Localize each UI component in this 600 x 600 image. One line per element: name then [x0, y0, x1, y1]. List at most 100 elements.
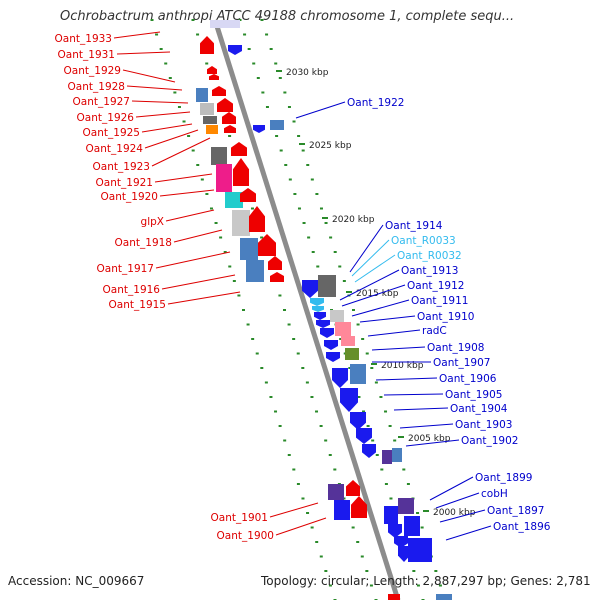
tick-dot	[302, 222, 306, 224]
tick-dot	[369, 584, 373, 587]
tick-dot	[237, 294, 241, 297]
tick-dot	[196, 33, 200, 36]
tick-dot	[287, 323, 291, 326]
leader-line	[126, 85, 183, 91]
tick-dot	[182, 120, 186, 123]
tick-dot	[342, 280, 346, 282]
tick-dot	[310, 396, 314, 398]
tick-dot	[296, 483, 300, 485]
leader-line	[351, 239, 390, 277]
gene-feature	[394, 536, 408, 548]
tick-dot	[306, 512, 310, 514]
tick-dot	[297, 207, 301, 210]
gene-label-Oant_1914: Oant_1914	[385, 220, 443, 232]
tick-dot	[319, 207, 323, 210]
gene-feature	[203, 116, 217, 124]
topology-text: Topology: circular; Length: 2,887,297 bp…	[261, 574, 591, 588]
leader-line	[144, 129, 199, 149]
leader-line	[167, 291, 241, 305]
gene-label-Oant_1904: Oant_1904	[450, 403, 508, 415]
leader-line	[375, 377, 438, 381]
tick-dot	[393, 439, 397, 442]
tick-dot	[260, 367, 264, 369]
tick-dot	[278, 77, 282, 79]
gene-feature	[200, 36, 214, 54]
leader-line	[165, 209, 215, 222]
tick-dot	[434, 570, 438, 572]
tick-dot	[164, 62, 168, 65]
tick-dot	[283, 309, 286, 311]
tick-dot	[269, 48, 273, 50]
tick-dot	[279, 149, 283, 152]
gene-feature	[334, 500, 350, 520]
gene-label-Oant_1923: Oant_1923	[93, 161, 150, 173]
tick-dot	[416, 512, 420, 514]
gene-feature	[217, 98, 233, 112]
gene-feature	[436, 594, 452, 600]
tick-dot	[384, 483, 388, 485]
tick-dot	[251, 338, 255, 340]
gene-label-Oant_1917: Oant_1917	[97, 263, 154, 275]
tick-dot	[366, 425, 370, 427]
tick-dot	[274, 410, 278, 413]
gene-label-Oant_1902: Oant_1902	[461, 435, 518, 447]
gene-feature	[388, 524, 402, 538]
gene-label-Oant_1924: Oant_1924	[86, 143, 144, 155]
tick-dot	[310, 178, 314, 181]
tick-dot	[196, 164, 200, 166]
gene-label-Oant_1927: Oant_1927	[73, 96, 130, 108]
leader-line	[269, 502, 319, 518]
leader-line	[141, 123, 193, 133]
tick-dot	[333, 468, 337, 471]
gene-label-Oant_1897: Oant_1897	[487, 505, 544, 517]
leader-line	[173, 229, 223, 243]
tick-label: 2020 kbp	[332, 215, 375, 225]
leader-line	[429, 476, 474, 501]
tick-label: 2000 kbp	[433, 508, 476, 518]
leader-line	[154, 173, 213, 183]
tick-dot	[301, 367, 305, 369]
tick-dot	[389, 497, 393, 500]
gene-feature	[328, 484, 344, 500]
tick-dot	[191, 19, 195, 21]
tick-dot	[297, 135, 301, 137]
tick-dot	[438, 584, 442, 587]
gene-feature	[310, 298, 324, 306]
tick-dot	[250, 207, 254, 210]
gene-label-Oant_1906: Oant_1906	[439, 373, 497, 385]
gene-feature	[228, 45, 242, 55]
tick-dot	[150, 19, 154, 21]
gene-feature	[350, 412, 366, 430]
tick-dot	[219, 236, 223, 239]
tick-dot	[278, 425, 282, 427]
tick-dot	[333, 251, 337, 253]
tick-dot	[402, 468, 406, 471]
tick-dot	[247, 48, 251, 50]
gene-feature	[362, 444, 376, 458]
tick-dot	[252, 62, 256, 65]
tick-dot	[301, 149, 305, 152]
gene-feature	[212, 86, 226, 96]
gene-feature	[211, 147, 227, 165]
accession-text: Accession: NC_009667	[8, 574, 145, 588]
tick-dot	[306, 164, 310, 166]
tick-dot	[243, 33, 247, 36]
tick-dot	[155, 33, 159, 36]
gene-feature	[206, 125, 218, 134]
tick-dot	[200, 178, 204, 181]
tick-dot	[324, 222, 328, 224]
leader-line	[351, 299, 410, 317]
leader-line	[151, 137, 211, 167]
tick-dot	[375, 454, 379, 456]
tick-dot	[275, 135, 279, 137]
gene-feature	[326, 352, 340, 362]
tick-dot	[371, 439, 375, 442]
tick-dot	[265, 33, 269, 36]
tick-dot	[356, 541, 360, 543]
gene-label-cobH: cobH	[481, 488, 508, 500]
tick-dot	[356, 323, 360, 326]
tick-label: 2025 kbp	[309, 141, 352, 151]
gene-feature	[233, 158, 249, 186]
tick-dot	[214, 222, 218, 224]
